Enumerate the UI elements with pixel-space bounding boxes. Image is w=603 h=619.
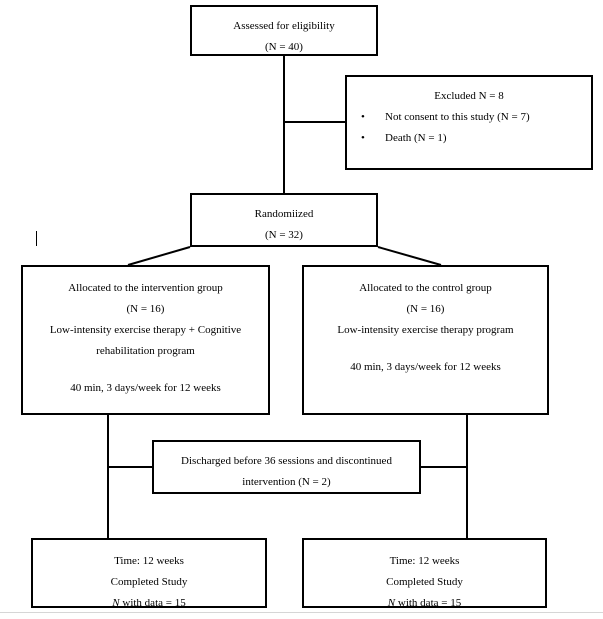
edge-randomized-to-intervention: [127, 246, 191, 266]
node-allocated-intervention-group: Allocated to the intervention group (N =…: [21, 265, 270, 415]
node-allocated-control-group: Allocated to the control group (N = 16) …: [302, 265, 549, 415]
completed-left-n-line: N with data = 15: [112, 593, 185, 614]
randomized-line-2: (N = 32): [265, 229, 303, 241]
edge-randomized-to-control: [377, 246, 442, 266]
completed-left-line-2: Completed Study: [110, 576, 188, 588]
completed-right-line-2: Completed Study: [386, 576, 463, 588]
assessed-line-2: (N = 40): [265, 41, 303, 53]
completed-right-n-symbol: N: [387, 597, 396, 609]
intervention-line-4: rehabilitation program: [96, 345, 195, 357]
node-excluded: Excluded N = 8 Not consent to this study…: [345, 75, 593, 170]
control-dose-line: 40 min, 3 days/week for 12 weeks: [350, 361, 501, 373]
completed-left-n-suffix: with data = 15: [119, 597, 186, 609]
excluded-bullet-item: Death (N = 1): [361, 128, 591, 149]
excluded-bullet-list: Not consent to this study (N = 7) Death …: [347, 107, 591, 149]
discharged-line-1: Discharged before 36 sessions and discon…: [181, 455, 392, 467]
excluded-heading: Excluded N = 8: [434, 90, 504, 102]
randomized-line-1: Randomiized: [254, 208, 314, 220]
completed-right-n-suffix: with data = 15: [395, 597, 462, 609]
control-line-3: Low-intensity exercise therapy program: [337, 324, 514, 336]
node-randomized: Randomiized (N = 32): [190, 193, 378, 247]
intervention-line-1: Allocated to the intervention group: [68, 282, 223, 294]
completed-right-n-line: N with data = 15: [388, 593, 461, 614]
intervention-line-3: Low-intensity exercise therapy + Cogniti…: [49, 324, 242, 336]
completed-left-line-1: Time: 12 weeks: [114, 555, 184, 567]
completed-left-n-symbol: N: [112, 597, 120, 609]
excluded-bullet-item: Not consent to this study (N = 7): [361, 107, 591, 128]
node-completed-study-intervention: Time: 12 weeks Completed Study N with da…: [31, 538, 267, 609]
assessed-line-1: Assessed for eligibility: [233, 20, 335, 32]
control-line-1: Allocated to the control group: [359, 282, 492, 294]
intervention-line-2: (N = 16): [126, 303, 165, 315]
control-line-2: (N = 16): [406, 303, 445, 315]
page-edge-line: [0, 612, 603, 613]
node-assessed-for-eligibility: Assessed for eligibility (N = 40): [190, 5, 378, 56]
discharged-line-2: intervention (N = 2): [242, 476, 331, 488]
node-discharged-discontinued: Discharged before 36 sessions and discon…: [152, 440, 421, 494]
text-caret-artifact: [36, 231, 37, 246]
node-completed-study-control: Time: 12 weeks Completed Study N with da…: [302, 538, 547, 609]
intervention-dose-line: 40 min, 3 days/week for 12 weeks: [70, 382, 221, 394]
completed-right-line-1: Time: 12 weeks: [389, 555, 460, 567]
